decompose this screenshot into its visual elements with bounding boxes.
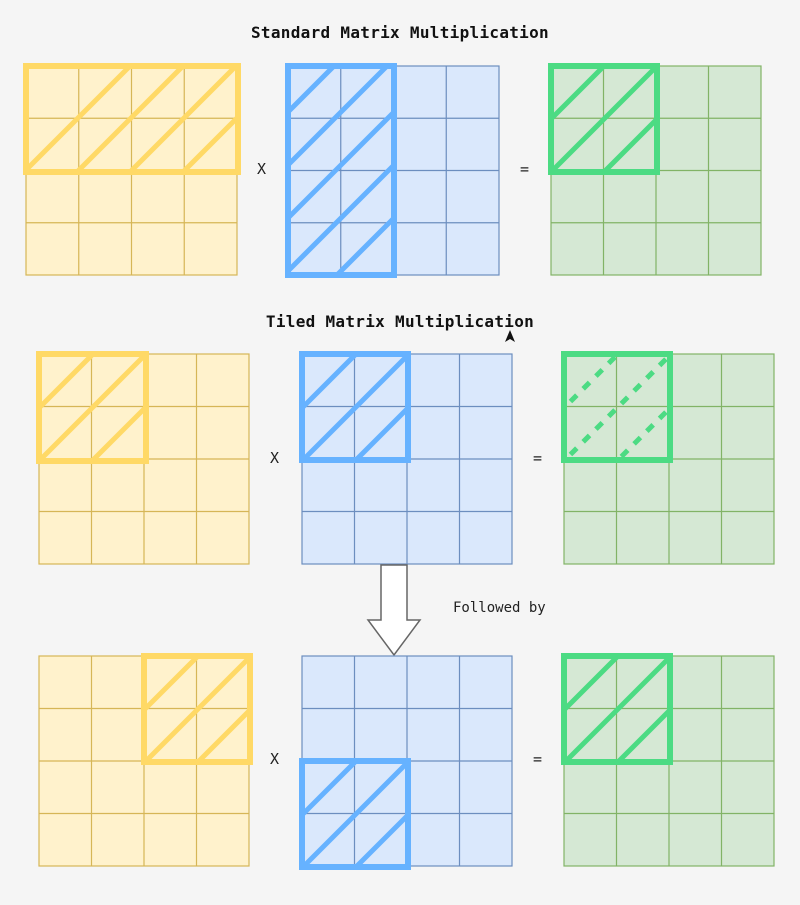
hatch-c-tiled-1-dashed	[564, 354, 670, 460]
multiply-operator-row3: X	[270, 750, 280, 768]
equals-operator-row3: =	[533, 750, 543, 768]
highlight-b-tiled-2	[299, 758, 411, 870]
highlight-c-tiled-1	[561, 351, 673, 463]
highlight-a-tiled-2	[141, 653, 253, 765]
multiply-operator-row1: X	[257, 160, 267, 178]
equals-operator-row1: =	[520, 160, 530, 178]
cursor-icon	[505, 330, 515, 342]
hatch-b-standard	[288, 66, 394, 275]
followed-by-label: Followed by	[453, 600, 546, 616]
highlight-b-tiled-1	[299, 351, 411, 463]
highlight-b-standard	[285, 63, 397, 278]
hatch-a-standard	[26, 66, 238, 172]
multiply-operator-row2: X	[270, 449, 280, 467]
highlight-a-tiled-1	[36, 351, 149, 464]
highlight-c-tiled-2	[561, 653, 673, 765]
standard-title: Standard Matrix Multiplication	[251, 23, 549, 42]
highlight-a-standard	[23, 63, 241, 175]
equals-operator-row2: =	[533, 449, 543, 467]
tiled-title: Tiled Matrix Multiplication	[265, 312, 535, 331]
highlight-c-standard	[548, 63, 660, 175]
down-arrow-icon	[366, 564, 422, 657]
